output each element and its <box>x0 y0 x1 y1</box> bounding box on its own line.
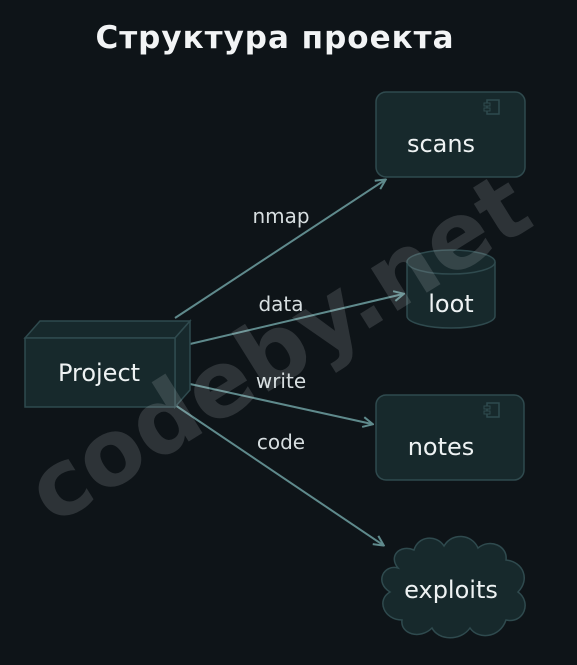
diagram-title: Структура проекта <box>95 20 454 56</box>
edge-project-exploits <box>174 404 383 545</box>
node-label-notes: notes <box>408 433 475 461</box>
edge-project-scans <box>174 180 385 319</box>
edge-project-notes <box>189 383 372 424</box>
node-loot: loot <box>406 249 496 329</box>
node-project: Project <box>23 319 192 409</box>
node-notes: notes <box>375 394 525 481</box>
edge-label-code: code <box>257 430 305 454</box>
node-label-scans: scans <box>407 130 475 158</box>
node-exploits: exploits <box>381 535 526 639</box>
edges <box>174 180 403 545</box>
edge-project-loot <box>189 294 403 345</box>
node-label-loot: loot <box>428 290 473 318</box>
node-label-exploits: exploits <box>404 576 498 604</box>
edge-label-write: write <box>256 369 306 393</box>
node-label-project: Project <box>58 359 140 387</box>
node-scans: scans <box>375 91 526 178</box>
edge-label-data: data <box>258 292 303 316</box>
edge-label-nmap: nmap <box>252 204 309 228</box>
component-icon <box>483 402 500 418</box>
component-icon <box>483 99 500 115</box>
